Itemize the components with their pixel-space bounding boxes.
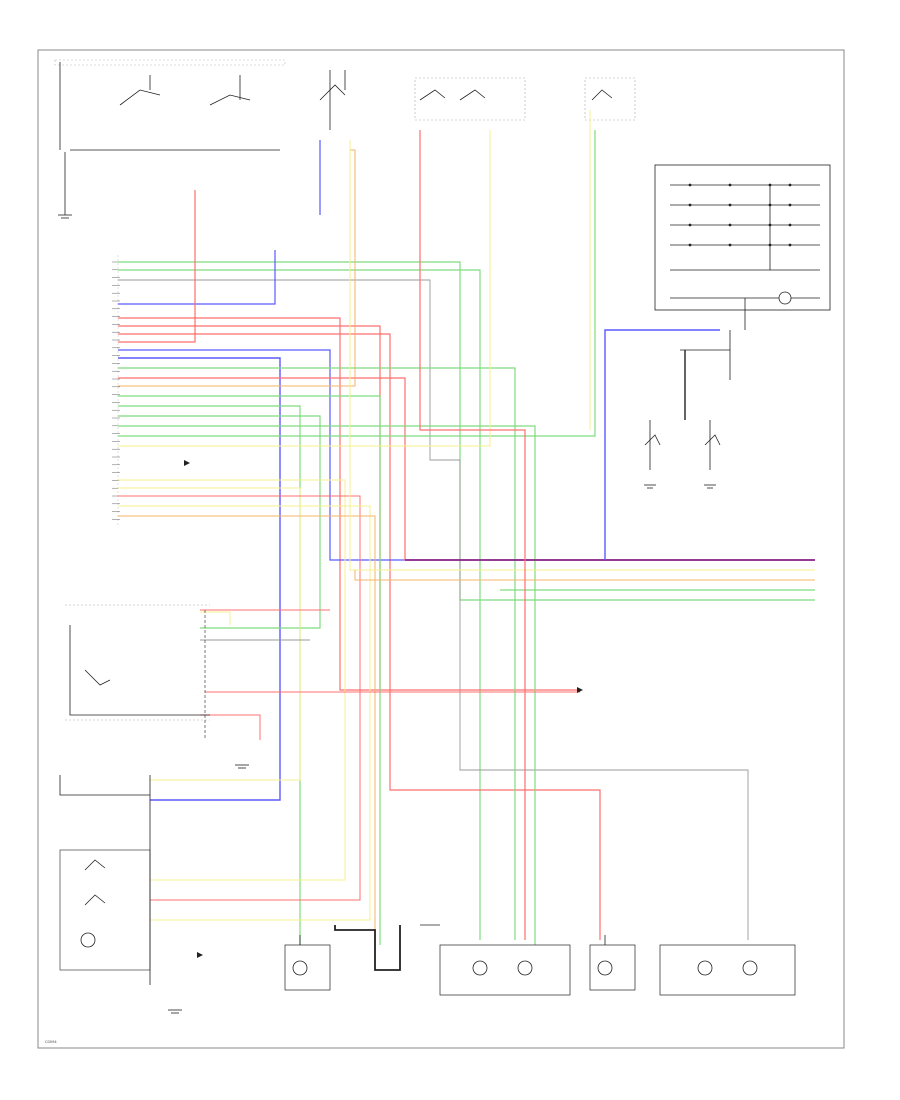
wire-yellow-21 [118,487,301,781]
wire-red-30 [419,130,526,940]
wire-green-17 [118,425,536,945]
wires-layer [118,110,815,945]
bottom-lamps [284,924,796,996]
wire-red-5 [118,317,580,691]
relay-unit-middle [65,604,249,769]
wire-green-18 [118,130,596,437]
wire-red-37 [200,714,261,740]
wire-green-15 [118,405,301,945]
wire-yellow-26 [349,140,815,571]
diagram-border [37,49,845,1049]
wire-yellow-23 [118,505,371,921]
wire-yellow-20 [118,479,346,881]
wire-blue-10 [118,357,281,801]
wire-blue-4 [118,250,276,305]
wire-orange-27 [354,570,815,581]
door-switches-right [644,420,721,489]
control-module-connector [112,255,120,525]
lower-control-module [59,775,182,1014]
wire-red-8 [118,190,196,343]
wire-red-12 [118,377,815,561]
wire-orange-13 [118,149,356,387]
wire-gray-3 [118,279,749,940]
wire-blue-29 [604,329,720,560]
wire-green-1 [118,261,815,601]
wire-yellow-35 [200,611,231,625]
combination-switch-grid [654,164,831,420]
wire-red-6 [118,325,381,690]
wire-green-11 [118,367,516,940]
signal-arrows [184,460,583,958]
wire-red-22 [118,495,361,901]
wire-green-16 [118,415,321,629]
diagram-code: C0094 [45,1040,57,1044]
wire-green-2 [118,269,481,940]
wire-red-7 [118,333,601,940]
door-lock-switch-assembly [54,59,636,219]
wire-orange-24 [118,515,376,930]
wire-yellow-19 [118,130,491,447]
wire-green-14 [118,395,381,945]
wire-blue-9 [118,349,815,561]
